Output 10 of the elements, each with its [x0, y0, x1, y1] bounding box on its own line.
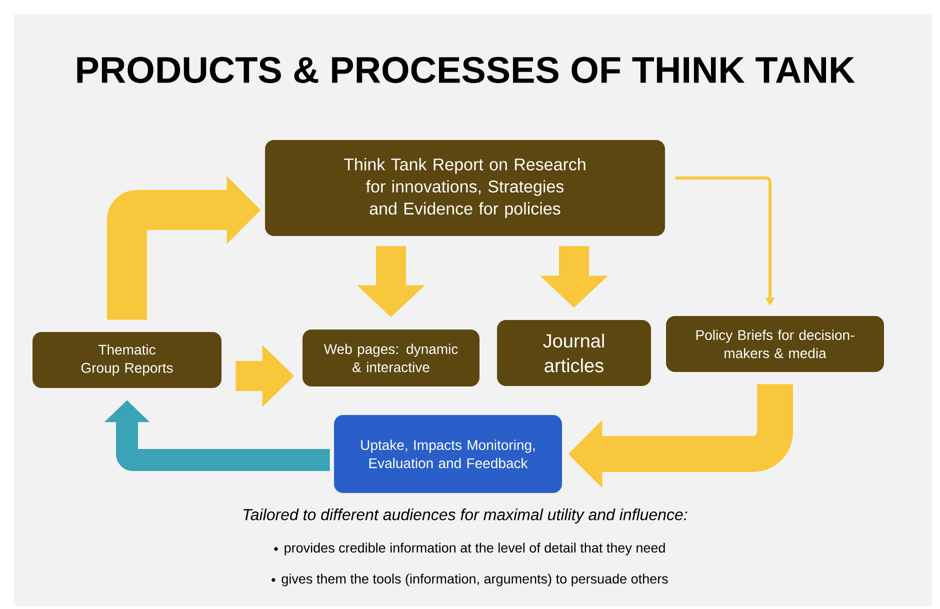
process-box: Policy Briefs for decision-makers & media	[666, 316, 884, 372]
title: PRODUCTS & PROCESSES OF THINK TANK	[77, 56, 855, 84]
process-box: Think Tank Report on Research for innovations, Strategies and Evidence for policies	[265, 140, 665, 236]
tagline: Tailored to different audiences for maximal utility and influence:	[244, 508, 688, 524]
process-box: Thematic Group Reports	[32, 332, 222, 388]
process-box: Journal articles	[497, 320, 651, 386]
process-box: Uptake, Impacts Monitoring, Evaluation and Feedback	[334, 414, 562, 493]
bullet-item: provides credible information at the level of detail that they need	[274, 542, 665, 556]
bullet-item: gives them the tools (information, arguments) to persuade others	[272, 574, 668, 586]
process-box: Web pages: dynamic & interactive	[302, 329, 480, 386]
